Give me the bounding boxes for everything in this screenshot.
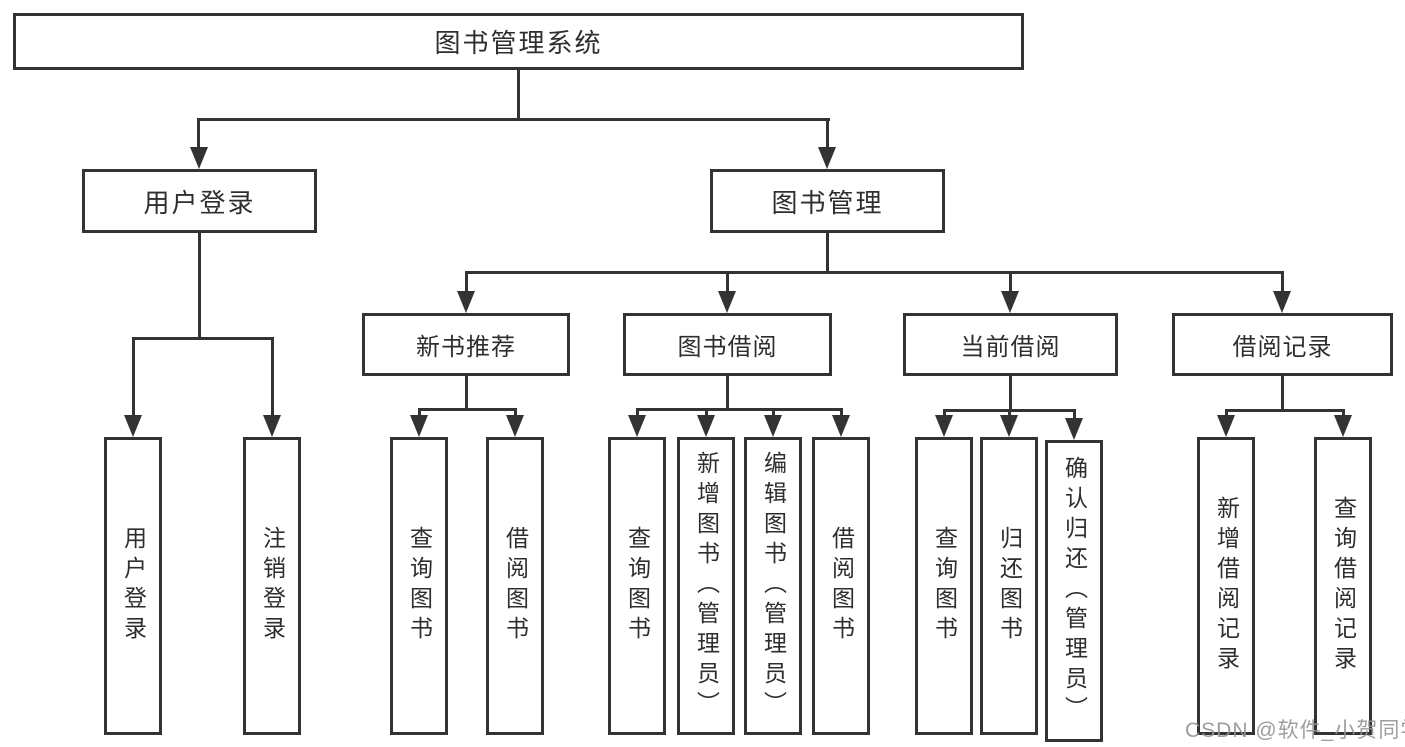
connector-line [1342,409,1345,418]
arrow-down-icon [764,415,782,437]
connector-line [132,337,135,417]
leaf-logout: 注销登录 [243,437,301,735]
arrow-down-icon [832,415,850,437]
node-book-management: 图书管理 [710,169,945,233]
node-label: 新增图书（管理员） [693,451,720,721]
arrow-down-icon [935,415,953,437]
connector-line [1225,409,1228,418]
node-label: 用户登录 [120,526,147,646]
node-book-borrow: 图书借阅 [623,313,832,376]
arrow-down-icon [410,415,428,437]
csdn-watermark: CSDN @软件_小贺同学 [1185,719,1405,742]
arrow-down-icon [124,415,142,437]
arrow-down-icon [190,147,208,169]
connector-line [198,233,201,337]
node-new-book-recommend: 新书推荐 [362,313,570,376]
connector-line [1009,271,1012,293]
connector-line [132,337,274,340]
leaf-edit-books-admin: 编辑图书（管理员） [744,437,802,735]
arrow-down-icon [697,415,715,437]
node-label: 查询借阅记录 [1330,496,1357,676]
connector-line [1225,409,1345,412]
leaf-borrow-books: 借阅图书 [812,437,870,735]
node-label: 图书管理系统 [434,28,603,58]
node-label: 当前借阅 [960,334,1061,361]
connector-line [826,118,829,150]
arrow-down-icon [818,147,836,169]
leaf-confirm-return-admin: 确认归还（管理员） [1045,440,1103,742]
node-label: 确认归还（管理员） [1061,456,1088,726]
arrow-down-icon [506,415,524,437]
node-label: 新增借阅记录 [1213,496,1240,676]
connector-line [465,271,468,293]
leaf-query-books-recommend: 查询图书 [390,437,448,735]
arrow-down-icon [1000,415,1018,437]
node-label: 查询图书 [406,526,433,646]
node-label: 图书借阅 [677,334,778,361]
connector-line [197,118,200,150]
connector-line [840,408,843,418]
arrow-down-icon [1001,291,1019,313]
arrow-down-icon [718,291,736,313]
leaf-query-books-current: 查询图书 [915,437,973,735]
connector-line [197,118,830,121]
connector-line [271,337,274,417]
connector-line [726,271,729,293]
connector-line [418,408,421,418]
leaf-return-books: 归还图书 [980,437,1038,735]
node-label: 用户登录 [143,187,256,218]
connector-line [705,408,708,418]
node-user-login: 用户登录 [82,169,317,233]
node-borrow-records: 借阅记录 [1172,313,1393,376]
connector-line [1073,409,1076,418]
node-label: 图书管理 [771,187,884,218]
arrow-down-icon [263,415,281,437]
arrow-down-icon [1273,291,1291,313]
arrow-down-icon [457,291,475,313]
connector-line [636,408,639,418]
node-label: 注销登录 [259,526,286,646]
connector-line [943,409,946,418]
arrow-down-icon [1334,415,1352,437]
connector-line [1009,376,1012,409]
connector-line [514,408,517,418]
connector-line [517,70,520,118]
connector-line [465,376,468,408]
node-label: 查询图书 [931,526,958,646]
leaf-user-login: 用户登录 [104,437,162,735]
arrow-down-icon [1065,418,1083,440]
leaf-query-books-borrow: 查询图书 [608,437,666,735]
node-label: 新书推荐 [416,334,516,361]
node-current-borrow: 当前借阅 [903,313,1118,376]
leaf-query-borrow-record: 查询借阅记录 [1314,437,1372,735]
connector-line [636,408,843,411]
node-label: 借阅图书 [828,526,855,646]
node-label: 编辑图书（管理员） [760,451,787,721]
node-label: 归还图书 [996,526,1023,646]
leaf-add-books-admin: 新增图书（管理员） [677,437,735,735]
connector-line [1281,271,1284,293]
connector-line [418,408,517,411]
connector-line [772,408,775,418]
node-label: 借阅图书 [502,526,529,646]
arrow-down-icon [1217,415,1235,437]
leaf-borrow-books-recommend: 借阅图书 [486,437,544,735]
connector-line [826,233,829,271]
leaf-add-borrow-record: 新增借阅记录 [1197,437,1255,735]
node-label: 借阅记录 [1232,334,1333,361]
arrow-down-icon [628,415,646,437]
connector-line [1008,409,1011,418]
connector-line [1281,376,1284,409]
connector-line [465,271,1283,274]
node-label: 查询图书 [624,526,651,646]
node-library-management-system: 图书管理系统 [13,13,1024,70]
connector-line [726,376,729,408]
